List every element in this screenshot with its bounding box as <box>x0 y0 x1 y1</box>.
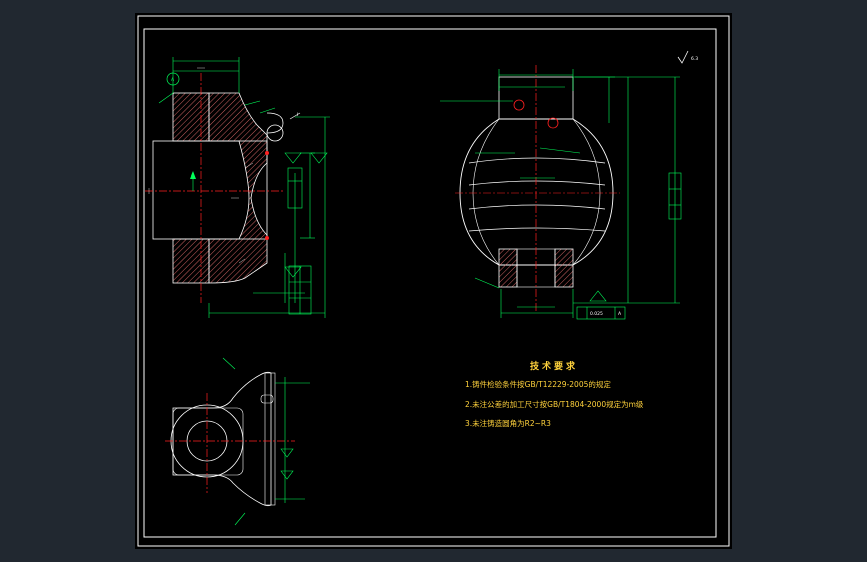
top-view-outline <box>172 371 272 507</box>
svg-text:A: A <box>618 311 622 317</box>
surface-finish-value: 6.3 <box>691 56 698 62</box>
svg-text:I: I <box>297 112 298 118</box>
svg-text:A: A <box>191 172 195 178</box>
body-outline <box>152 140 268 240</box>
tolerance-frame: 0.025 A <box>576 306 626 320</box>
inner-frame <box>143 28 717 538</box>
requirement-1: 1.铸件检验条件按GB/T12229-2005的规定 <box>465 379 611 389</box>
side-view: 0.025 A <box>440 65 682 320</box>
body-ellipse <box>459 118 614 266</box>
bottom-neck-right <box>554 248 574 288</box>
bottom-flange-section <box>172 238 210 284</box>
top-flange-section <box>172 92 210 142</box>
requirement-3: 3.未注铸造圆角为R2~R3 <box>465 418 551 428</box>
svg-text:0.025: 0.025 <box>590 311 603 317</box>
detail-mark-i: I <box>289 112 301 120</box>
cad-drawing: 6.3 <box>137 15 730 547</box>
drawing-sheet: 6.3 <box>135 13 732 549</box>
bottom-neck-left <box>498 248 518 288</box>
requirements-title: 技术要求 <box>530 360 578 372</box>
top-view <box>165 357 310 526</box>
surface-finish-mark: 6.3 <box>677 50 698 64</box>
outer-frame <box>137 15 730 547</box>
section-mark-a: A A <box>166 72 196 191</box>
requirement-2: 2.未注公差的加工尺寸按GB/T1804-2000规定为m级 <box>465 399 644 409</box>
right-wall-section <box>208 92 268 284</box>
front-section-view: A A I <box>145 57 330 318</box>
technical-requirements: 技术要求 1.铸件检验条件按GB/T12229-2005的规定 2.未注公差的加… <box>465 360 644 428</box>
svg-text:A: A <box>171 77 175 83</box>
